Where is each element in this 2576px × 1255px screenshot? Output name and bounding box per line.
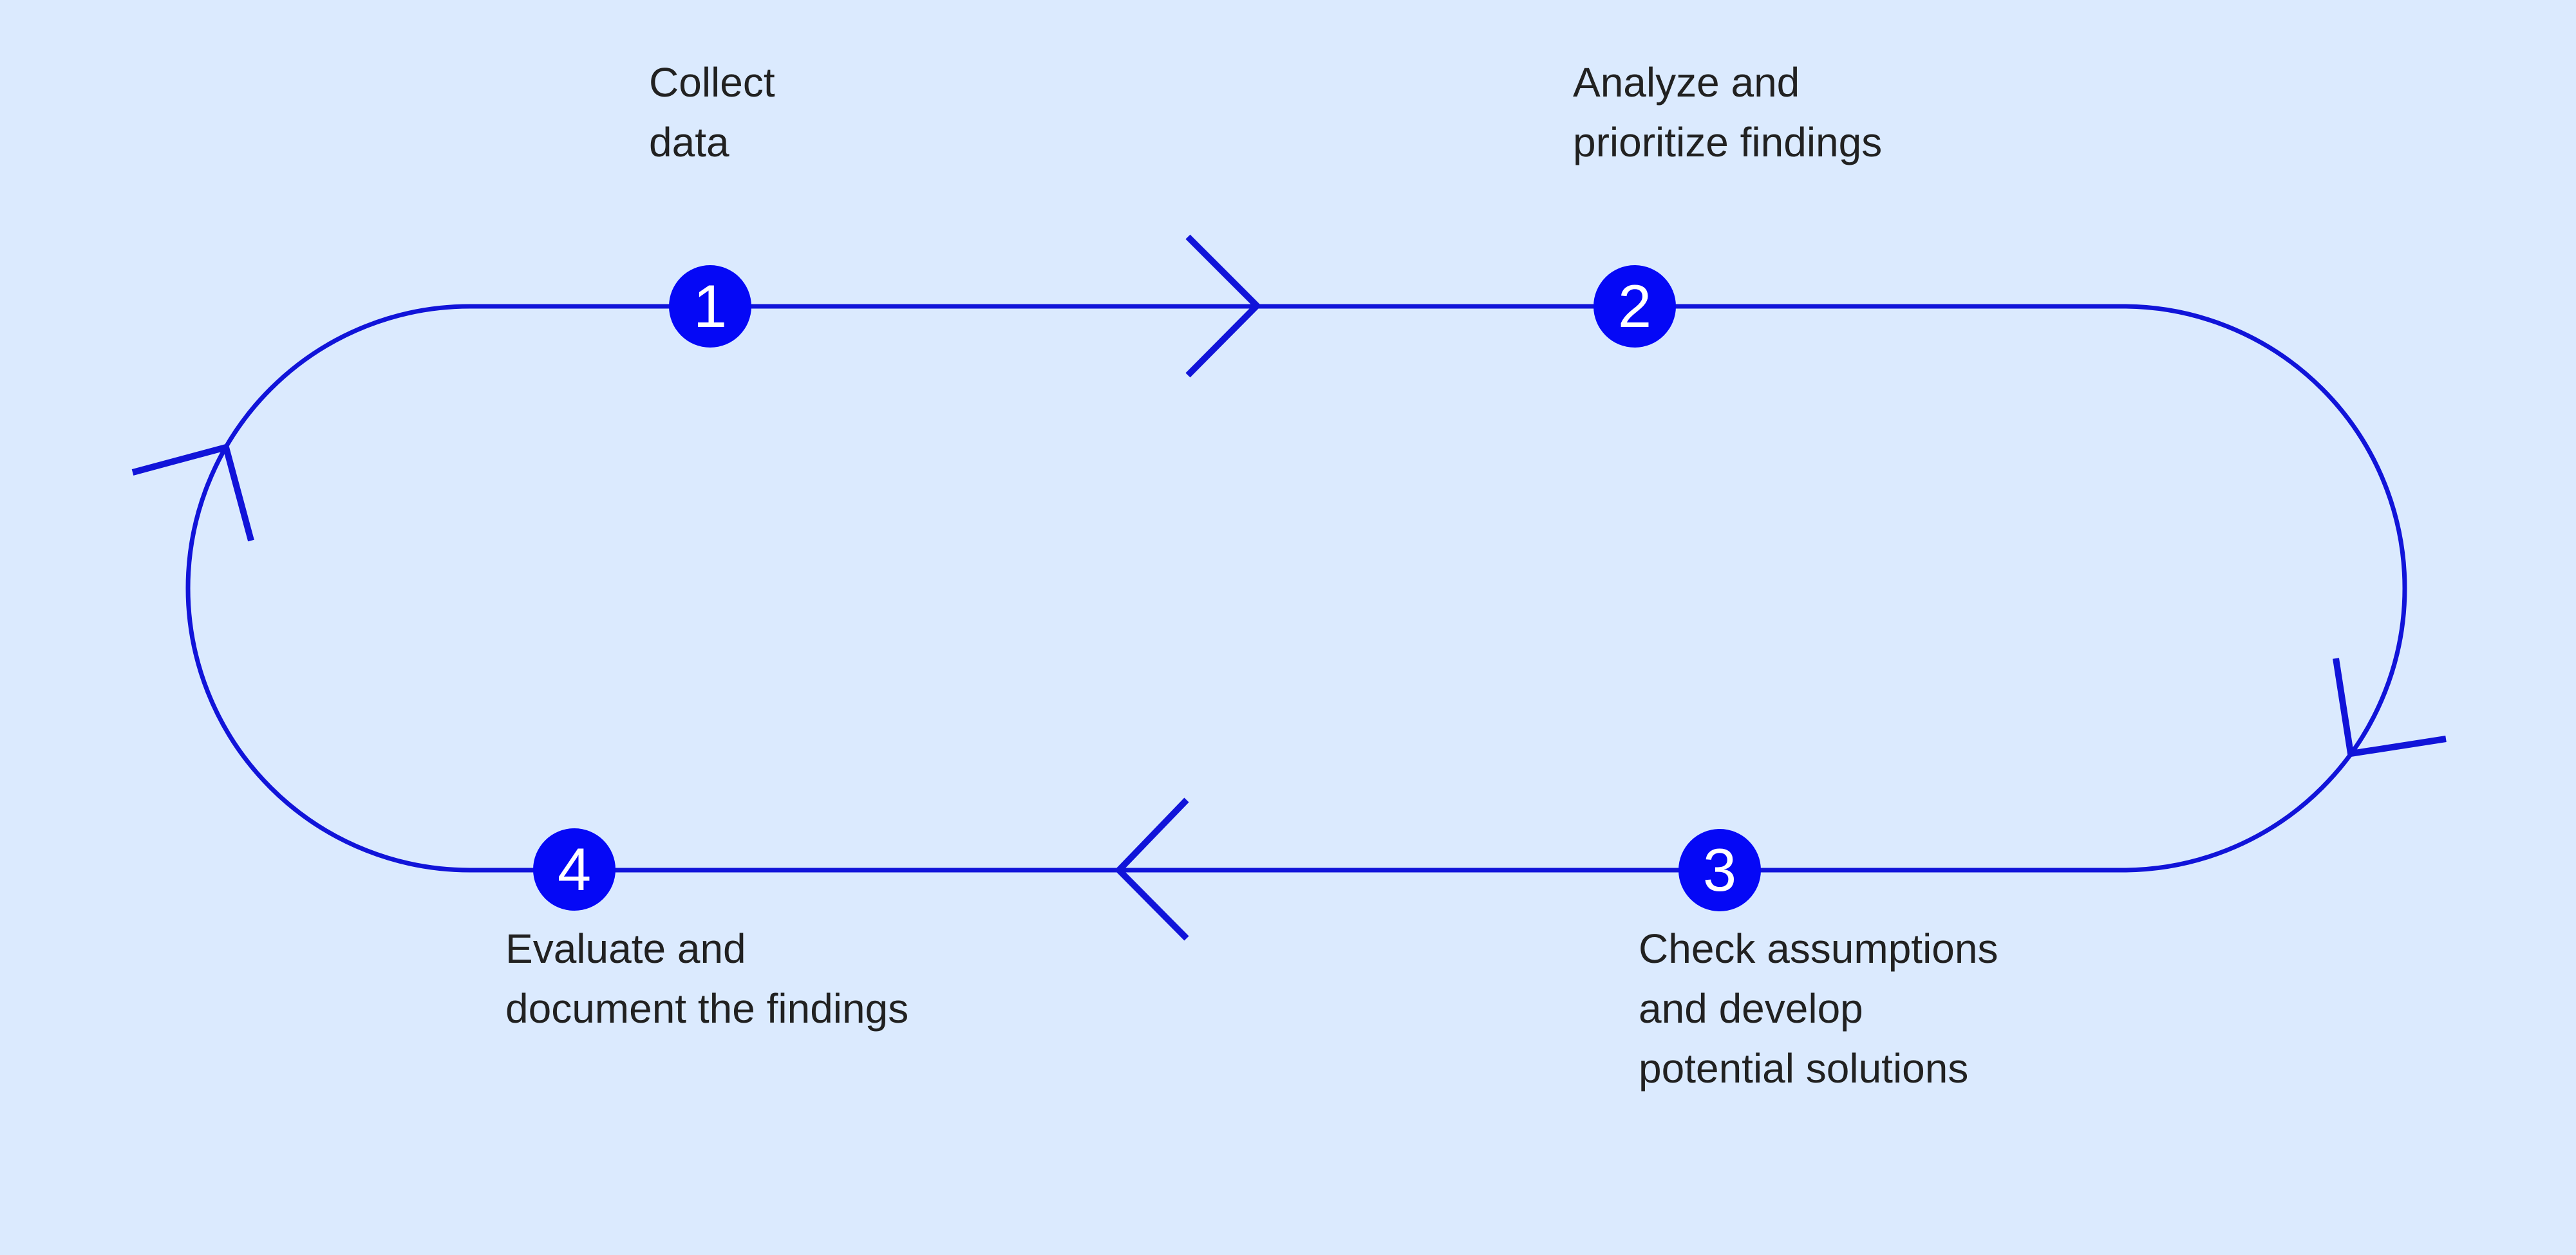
step-3-label: Check assumptions and develop potential … [1639,925,1998,1092]
chevron-up-right-icon [131,443,254,542]
chevron-right-icon [1185,234,1262,378]
step-4-label: Evaluate and document the findings [505,925,909,1032]
chevron-down-left-icon [2333,658,2447,758]
cycle-loop-path [185,304,2407,873]
step-2-badge: 2 [1594,265,1676,348]
step-1-label: Collect data [649,59,775,165]
step-1-badge: 1 [669,265,751,348]
step-4-badge: 4 [533,828,616,911]
chevron-left-icon [1114,797,1189,941]
step-2-label: Analyze and prioritize findings [1573,59,1883,165]
step-3-badge: 3 [1678,829,1761,911]
